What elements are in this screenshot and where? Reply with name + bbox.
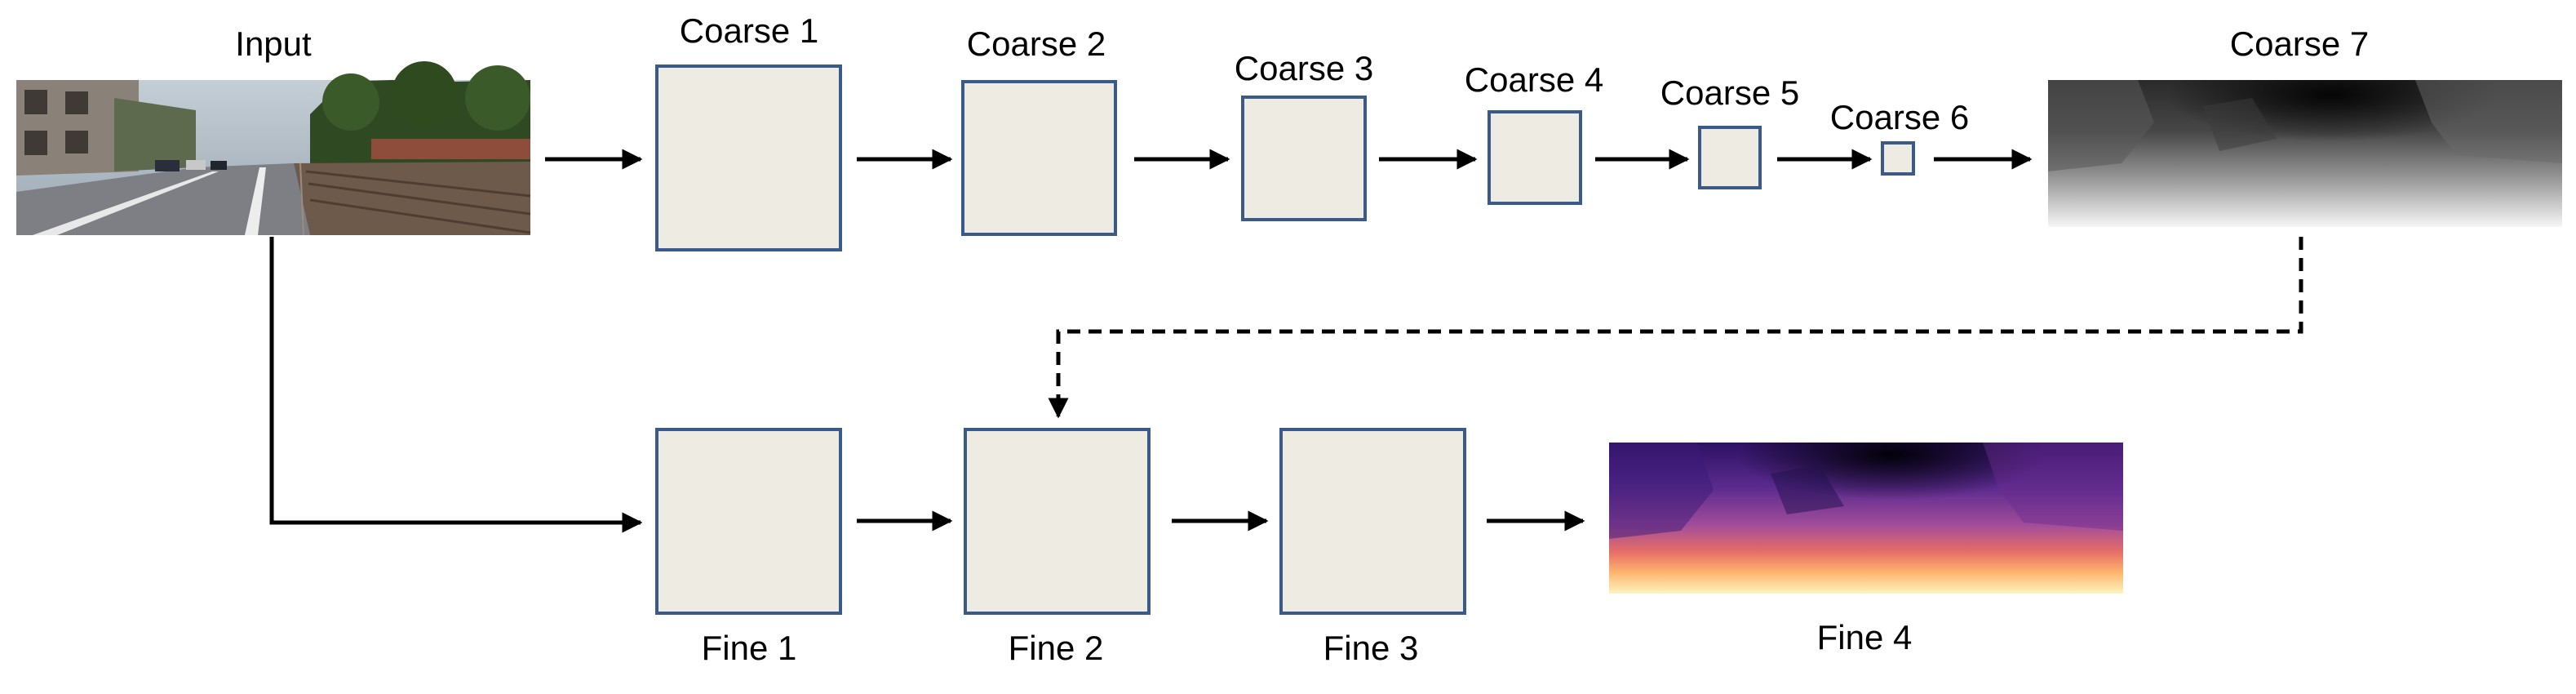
input-label: Input — [235, 24, 312, 63]
coarse-6-label: Coarse 6 — [1830, 98, 1969, 136]
fine-3-label: Fine 3 — [1323, 629, 1419, 667]
coarse-5-label: Coarse 5 — [1660, 73, 1799, 112]
arrow-input-to-fine-1 — [269, 237, 643, 533]
fine-2-label: Fine 2 — [1009, 629, 1104, 667]
coarse-6-box — [1881, 141, 1915, 176]
fine-1-box — [655, 428, 842, 615]
input-image — [16, 61, 531, 236]
coarse-3-box — [1241, 96, 1367, 221]
coarse-3-label: Coarse 3 — [1235, 49, 1373, 87]
coarse-7-depth-map — [2048, 80, 2562, 227]
coarse-7-label: Coarse 7 — [2230, 24, 2369, 63]
coarse-2-label: Coarse 2 — [967, 24, 1106, 63]
coarse-4-label: Coarse 4 — [1465, 60, 1603, 99]
dashed-arrow-coarse-7-to-fine-2 — [1048, 237, 2303, 419]
coarse-1-box — [655, 65, 842, 251]
fine-4-depth-map — [1609, 443, 2123, 594]
coarse-4-box — [1488, 110, 1582, 205]
coarse-2-box — [961, 80, 1117, 236]
fine-1-label: Fine 1 — [702, 629, 797, 667]
coarse-1-label: Coarse 1 — [680, 11, 818, 50]
coarse-5-box — [1698, 126, 1762, 189]
fine-3-box — [1279, 428, 1466, 615]
fine-4-label: Fine 4 — [1817, 618, 1913, 656]
fine-2-box — [964, 428, 1151, 615]
